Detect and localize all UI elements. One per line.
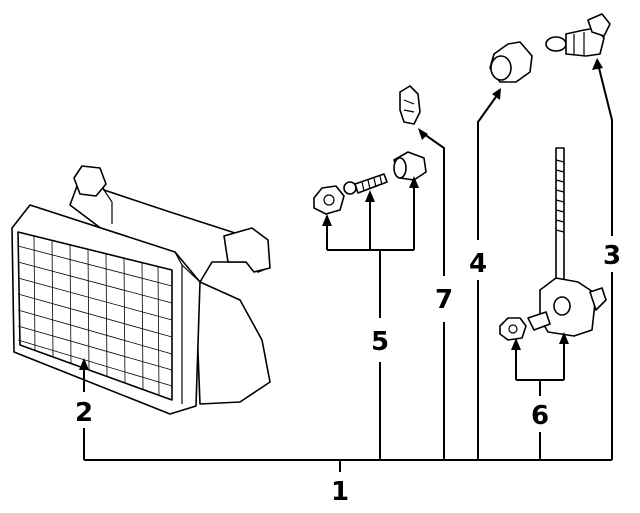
callout-5: 5 xyxy=(371,327,389,357)
adjuster-rod-assembly xyxy=(499,147,607,341)
retaining-clip xyxy=(399,85,421,125)
callout-2: 2 xyxy=(75,398,93,428)
callout-1: 1 xyxy=(331,477,349,507)
callout-7: 7 xyxy=(435,285,453,315)
lens-grid xyxy=(17,235,173,396)
headlamp-assembly xyxy=(11,165,271,415)
leader-lines xyxy=(83,63,613,472)
arrowheads xyxy=(79,58,603,370)
callout-3: 3 xyxy=(603,241,621,271)
callout-4: 4 xyxy=(469,249,487,279)
bulb xyxy=(545,13,611,57)
socket xyxy=(489,41,533,83)
callout-labels: 1 2 3 4 5 6 7 xyxy=(75,241,621,507)
callout-6: 6 xyxy=(531,401,549,431)
adjuster-hardware xyxy=(313,151,427,215)
